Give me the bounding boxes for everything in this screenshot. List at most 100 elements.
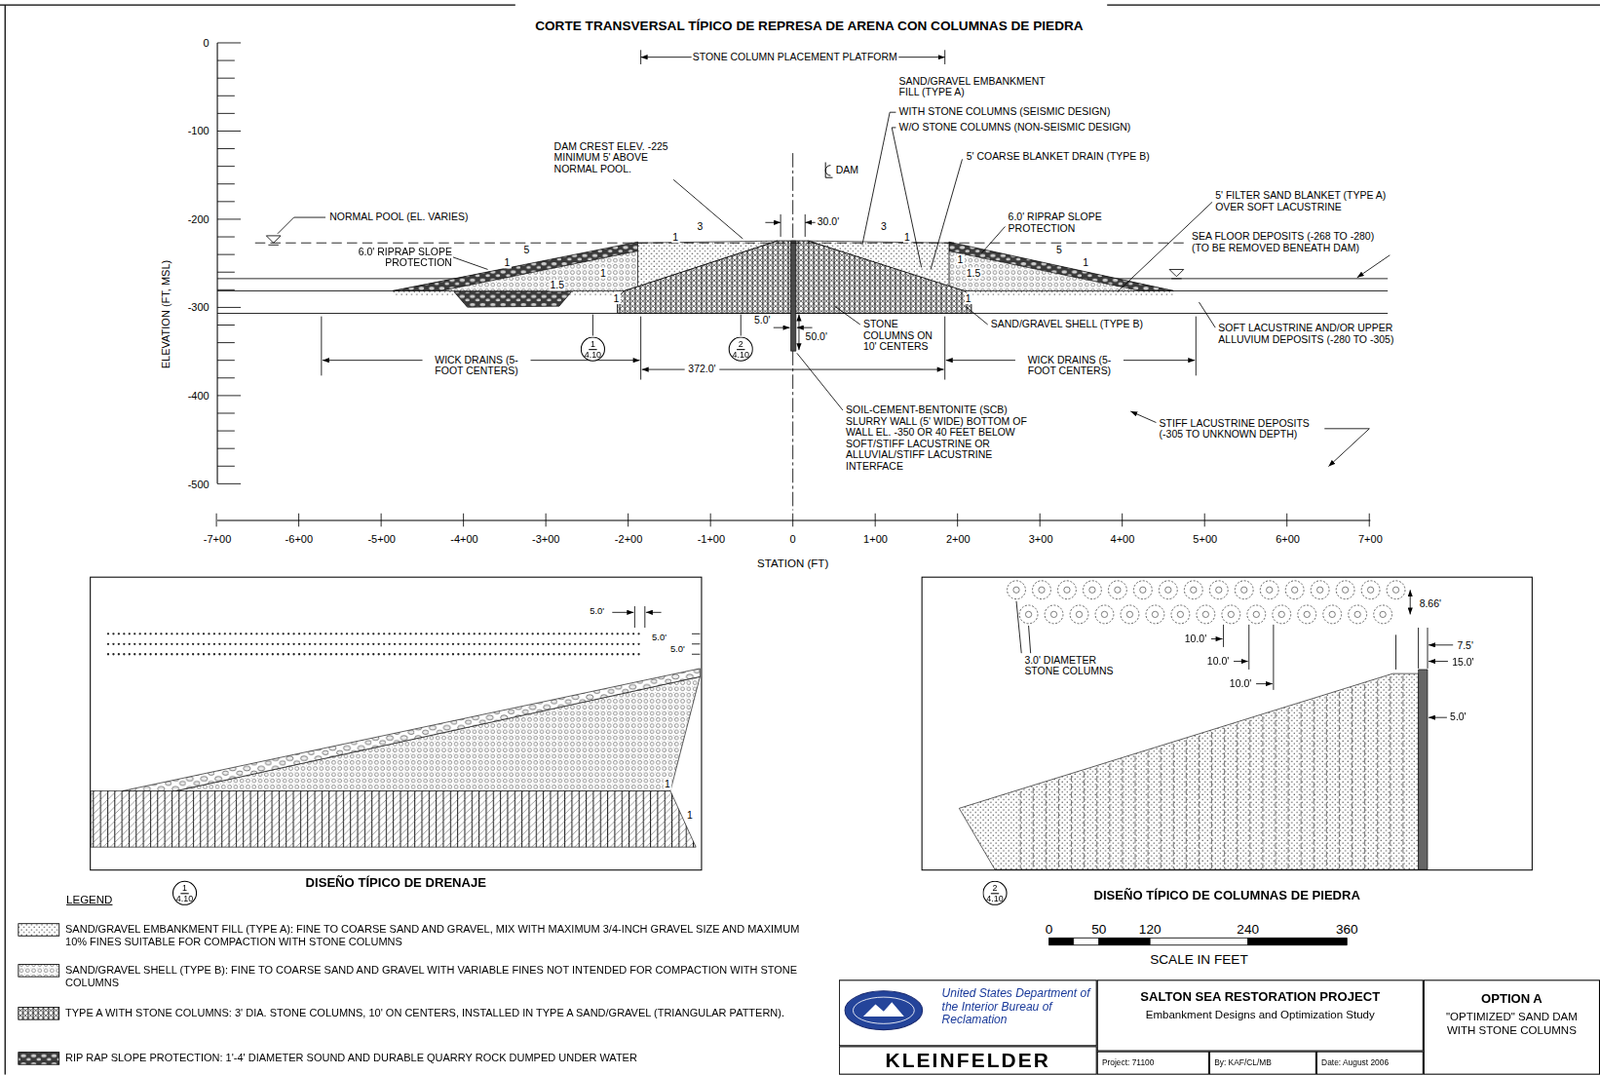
annotation-label: SCALE IN FEET — [1148, 951, 1250, 967]
annotation-label: -200 — [187, 213, 211, 227]
dimension-tick — [320, 316, 322, 377]
annotation-label: SAND/GRAVEL SHELL (TYPE B) — [990, 318, 1144, 331]
wick-drain-dot — [181, 632, 184, 635]
wick-drain-dot — [531, 652, 534, 655]
wick-drain-dot — [382, 643, 385, 646]
annotation-label: 7.5' — [1455, 640, 1475, 652]
wick-drain-dot — [345, 652, 348, 655]
wick-drain-dot — [462, 652, 465, 655]
wick-drain-dot — [139, 652, 142, 655]
stone-column-plan — [1259, 580, 1279, 600]
dimension-tick — [944, 316, 946, 381]
axis-tick — [217, 448, 235, 450]
info-cell-text: Project: 71100 — [1102, 1058, 1205, 1068]
wick-drain-dot — [345, 632, 348, 635]
wick-drain-dot — [303, 643, 305, 646]
wick-drain-dot — [350, 632, 353, 635]
callout-bubble-text: 2 — [736, 339, 746, 349]
axis-tick — [627, 513, 629, 528]
wick-drain-dot — [239, 643, 242, 646]
wick-drain-dot — [261, 632, 264, 635]
annotation-label: DAM CREST ELEV. -225 MINIMUM 5' ABOVE NO… — [553, 141, 675, 176]
info-cell-text: By: KAF/CL/MB — [1214, 1058, 1311, 1068]
leader-line — [740, 314, 742, 337]
wick-drain-dot — [626, 632, 629, 635]
wick-drain-dot — [181, 652, 184, 655]
stone-column-line — [1261, 716, 1263, 869]
wick-drain-dot — [149, 632, 152, 635]
annotation-label: 1 — [671, 231, 680, 244]
dimension-line — [642, 369, 686, 371]
wick-drain-dot — [489, 632, 492, 635]
dimension-tick — [804, 214, 806, 237]
wick-drain-dot — [616, 652, 619, 655]
axis-tick — [217, 130, 241, 132]
wick-drain-dot — [547, 643, 550, 646]
dimension-tick — [644, 606, 646, 628]
wick-drain-dot — [367, 643, 370, 646]
project-cell-text: Embankment Designs and Optimization Stud… — [1104, 1008, 1416, 1023]
wick-drain-dot — [393, 643, 396, 646]
wick-drain-dot — [489, 643, 492, 646]
wick-drain-dot — [313, 643, 316, 646]
wick-drain-dot — [213, 652, 216, 655]
stone-column-center — [1329, 610, 1335, 617]
wick-drain-dot — [446, 643, 449, 646]
wick-drain-dot — [224, 652, 227, 655]
stone-column-center — [1216, 586, 1222, 593]
detail-frame-text: DISEÑO TÍPICO DE COLUMNAS DE PIEDRA — [1087, 887, 1367, 904]
wick-drain-dot — [107, 632, 110, 635]
annotation-label: 2+00 — [945, 533, 972, 546]
annotation-label: 1 — [1081, 257, 1090, 269]
wick-drain-dot — [340, 652, 343, 655]
wick-drain-dot — [319, 643, 322, 646]
stone-column-plan — [1058, 580, 1077, 600]
wick-drain-dot — [409, 652, 412, 655]
wick-drain-dot — [441, 643, 444, 646]
stone-column-line — [1198, 735, 1200, 869]
wick-drain-dot — [159, 652, 162, 655]
wick-drain-dot — [515, 652, 518, 655]
legend-text: SAND/GRAVEL SHELL (TYPE B): FINE TO COAR… — [65, 963, 821, 989]
stone-column-plan — [1209, 580, 1228, 600]
axis-tick — [217, 254, 235, 256]
annotation-label: 5 — [1055, 243, 1064, 256]
wick-drain-dot — [621, 632, 624, 635]
wick-drain-dot — [170, 643, 173, 646]
callout-bubble-text: 2 — [990, 882, 999, 893]
wick-drain-dot — [467, 643, 470, 646]
annotation-label: 1.5 — [965, 266, 983, 279]
wick-drain-dot — [187, 643, 190, 646]
wick-drain-dot — [563, 652, 566, 655]
wick-drain-dot — [356, 652, 359, 655]
wick-drain-dot — [292, 632, 295, 635]
wick-drain-dot — [387, 643, 390, 646]
wick-drain-dot — [521, 643, 524, 646]
wick-drain-dot — [122, 643, 125, 646]
wick-drain-dot — [255, 643, 258, 646]
wick-drain-dot — [483, 652, 486, 655]
stone-column-line — [1389, 676, 1391, 869]
wick-drain-dot — [541, 632, 544, 635]
wick-drain-dot — [303, 652, 305, 655]
wick-drain-dot — [441, 652, 444, 655]
wick-drain-dot — [340, 643, 343, 646]
wick-drain-dot — [139, 632, 142, 635]
legend-swatch — [18, 1007, 60, 1021]
axis-tick — [217, 218, 241, 220]
wick-drain-dot — [595, 643, 598, 646]
wick-drain-dot — [250, 632, 253, 635]
stone-column-line — [1160, 747, 1162, 869]
wick-drain-dot — [367, 652, 370, 655]
wick-drain-dot — [271, 652, 274, 655]
wick-drain-dot — [558, 652, 561, 655]
agency-seal — [863, 1001, 905, 1017]
wick-drain-dot — [261, 643, 264, 646]
wick-drain-dot — [616, 643, 619, 646]
stone-column-plan — [1361, 580, 1380, 600]
wick-drain-dot — [224, 632, 227, 635]
axis-tick — [217, 342, 235, 343]
annotation-label: 1 — [599, 266, 608, 279]
stone-column-center — [1241, 586, 1248, 593]
